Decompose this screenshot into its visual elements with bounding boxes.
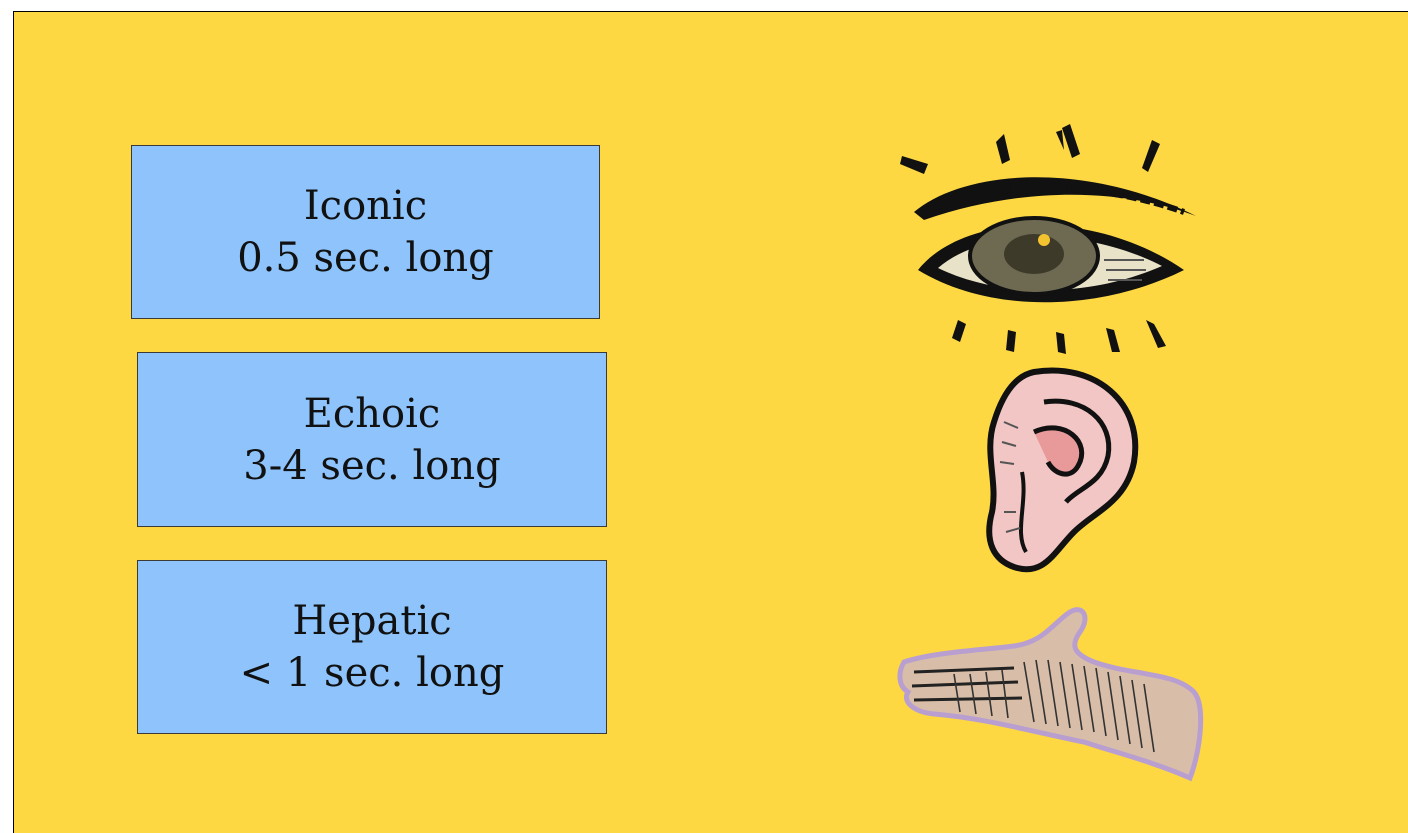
eye-icon: [884, 120, 1204, 360]
ear-icon: [974, 362, 1144, 582]
hepatic-memory-box: Hepatic < 1 sec. long: [137, 560, 607, 734]
slide: Iconic 0.5 sec. long Echoic 3-4 sec. lon…: [13, 11, 1408, 833]
memory-duration: < 1 sec. long: [240, 647, 505, 699]
echoic-memory-box: Echoic 3-4 sec. long: [137, 352, 607, 527]
memory-type-name: Echoic: [304, 388, 441, 440]
memory-type-name: Iconic: [304, 180, 427, 232]
iconic-memory-box: Iconic 0.5 sec. long: [131, 145, 600, 319]
memory-duration: 0.5 sec. long: [237, 232, 494, 284]
memory-type-name: Hepatic: [292, 595, 451, 647]
hand-icon: [894, 602, 1224, 792]
memory-duration: 3-4 sec. long: [243, 440, 500, 492]
